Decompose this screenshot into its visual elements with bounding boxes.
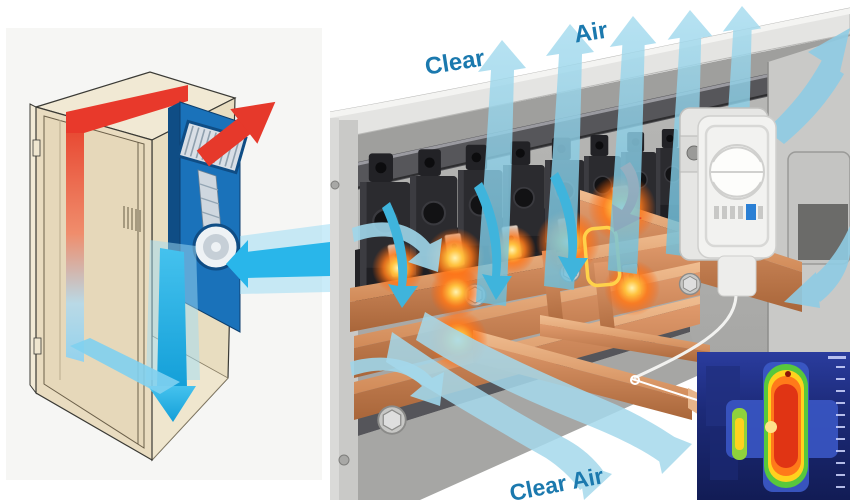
sensor-vents: [714, 206, 763, 219]
screw: [338, 454, 350, 466]
airflow-arrowhead: [578, 462, 612, 500]
thermal-dot: [785, 371, 791, 377]
door-vent-slots: [123, 206, 141, 232]
hotspot-glow: [372, 242, 424, 294]
rail-highlight: [330, 56, 850, 172]
sensor-lower-tab: [717, 255, 757, 297]
temperature-sensor: [633, 107, 777, 380]
airflow-band: [416, 312, 676, 462]
hot-exhaust-arrow: [196, 101, 276, 167]
airflow-band: [386, 332, 604, 490]
switchboard-airflow-render: Clear Air Clear Air: [330, 0, 850, 500]
thermal-left-lobe-core: [735, 418, 744, 450]
screw: [330, 180, 340, 190]
din-rail: [330, 56, 850, 196]
ambient-intake-arrowhead: [226, 240, 248, 288]
hotspot-glow: [430, 266, 482, 318]
rail-shadow: [330, 75, 850, 195]
airflow-hook-arrow: [474, 182, 512, 300]
top-edge-highlight: [330, 8, 850, 118]
airflow-arrow-up-right: [766, 60, 844, 144]
hot-exhaust-duct: [66, 85, 188, 133]
cable-loop: [630, 375, 640, 385]
hotspot-marker: [765, 421, 777, 433]
fan-center: [211, 242, 221, 252]
down-hook-arrows: [382, 172, 588, 308]
bottom-exit-bands: [386, 312, 692, 500]
thermal-hot-core: [774, 384, 798, 468]
busbar-e: [473, 342, 692, 420]
sensor-indicator: [746, 204, 756, 220]
door-hinge-top: [32, 139, 41, 157]
thermal-image-inset: [697, 352, 850, 500]
busbar-d-top: [540, 315, 710, 352]
cool-air-down-arrow-shaft: [157, 248, 187, 388]
label-air: Air: [572, 17, 609, 49]
sensor-lens-ribs: [711, 146, 763, 200]
bolt: [678, 272, 702, 296]
airflow-arrowhead: [808, 28, 850, 72]
switchboard-svg: Clear Air Clear Air: [330, 0, 850, 500]
busbar-link: [593, 261, 617, 345]
airflow-arrowhead: [784, 272, 820, 308]
cool-air-path: [70, 224, 330, 422]
ambient-intake-arrow-shaft: [246, 242, 330, 278]
warming-air-band: [66, 128, 84, 362]
cabinet-cooling-diagram: [0, 0, 330, 500]
cool-air-down-arrowhead: [148, 386, 196, 422]
cabinet-diagram-svg: [0, 0, 330, 500]
cool-air-floor-band: [70, 338, 180, 394]
sensor-cable: [633, 295, 738, 380]
airflow-hook-arrow: [382, 202, 418, 308]
airflow-arrow-entry: [352, 222, 442, 272]
sensor-face-frame: [704, 124, 770, 248]
busbar-d: [540, 324, 710, 364]
bolt: [377, 405, 407, 435]
left-wall-flange: [330, 118, 339, 500]
airflow-arrowhead: [652, 428, 692, 474]
door-hinge-bottom: [33, 337, 42, 355]
thermal-scale: [828, 356, 846, 488]
side-curved-arrows: [766, 28, 850, 308]
airflow-hook-arrow: [550, 172, 588, 282]
